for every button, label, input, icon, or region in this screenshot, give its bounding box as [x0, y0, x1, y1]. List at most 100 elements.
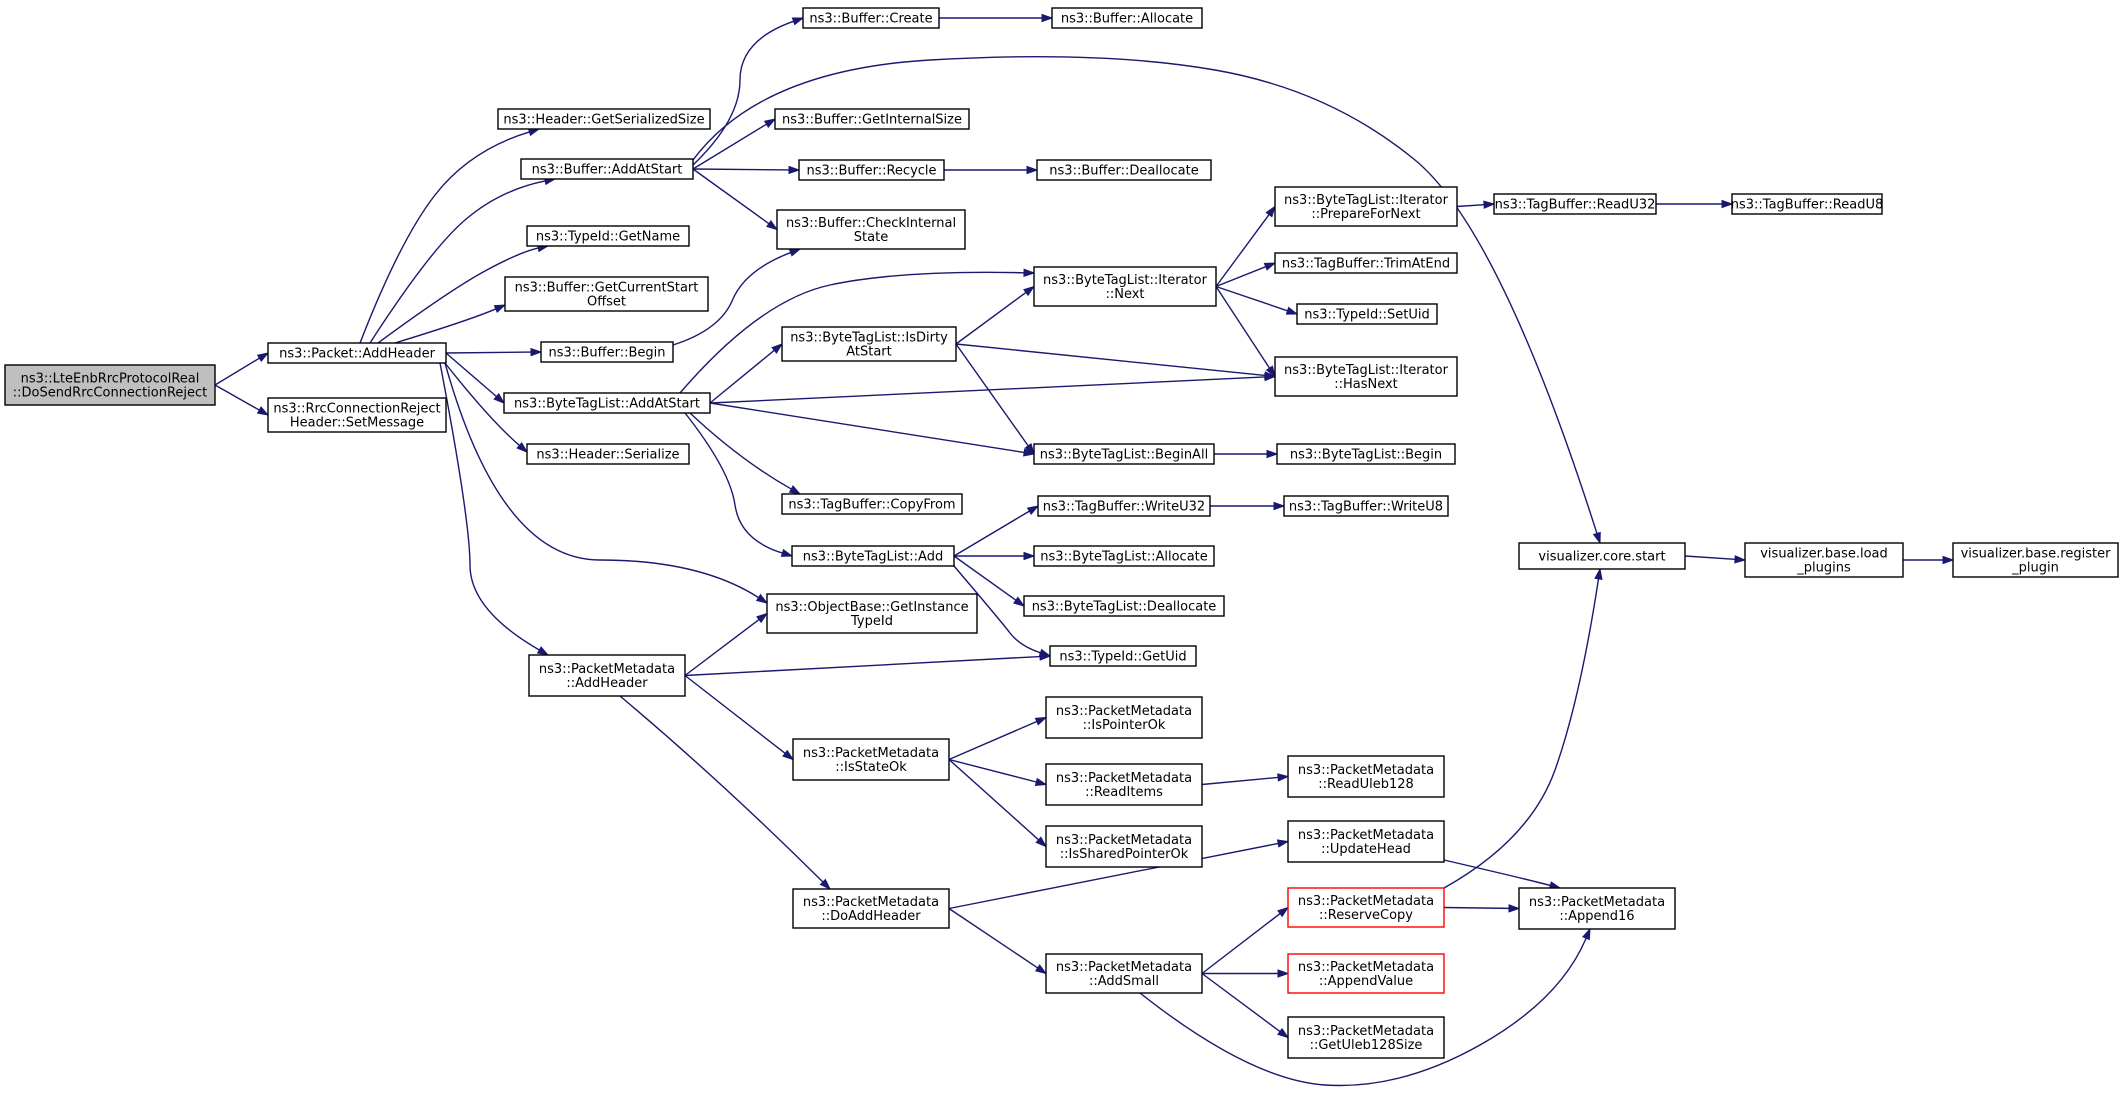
edge-line [684, 674, 786, 754]
edge-btli_next-to-btli_prepare [1215, 205, 1276, 287]
edge-arrowhead [766, 219, 779, 231]
node-label: ::DoAddHeader [821, 909, 921, 924]
node-btl-addatstart[interactable]: ns3::ByteTagList::AddAtStart [503, 392, 711, 414]
node-btl-allocate[interactable]: ns3::ByteTagList::Allocate [1033, 545, 1215, 567]
edge-arrowhead [1023, 268, 1036, 277]
edge-line [709, 376, 1266, 404]
node-rrc-setmsg[interactable]: ns3::RrcConnectionRejectHeader::SetMessa… [267, 397, 447, 433]
edge-buf_create-to-buf_allocate [939, 13, 1054, 23]
node-pm-addheader[interactable]: ns3::PacketMetadata::AddHeader [528, 654, 686, 697]
node-tb-copyfrom[interactable]: ns3::TagBuffer::CopyFrom [781, 493, 963, 515]
node-viz-register[interactable]: visualizer.base.register_plugin [1952, 542, 2119, 578]
edge-pm_addsmall-to-pm_append16 [1139, 927, 1591, 1087]
node-pkt-addheader[interactable]: ns3::Packet::AddHeader [267, 342, 447, 364]
node-btli-next[interactable]: ns3::ByteTagList::Iterator::Next [1033, 266, 1217, 307]
edge-line [1139, 937, 1587, 1087]
node-hdr-serialize[interactable]: ns3::Header::Serialize [526, 443, 690, 465]
edge-pm_isstateok-to-pm_readitems [948, 758, 1048, 786]
node-box [1274, 186, 1458, 227]
node-buf-create[interactable]: ns3::Buffer::Create [802, 7, 940, 29]
edge-arrowhead [1035, 836, 1048, 848]
node-pm-readuleb[interactable]: ns3::PacketMetadata::ReadUleb128 [1287, 755, 1445, 798]
node-btli-hasnext[interactable]: ns3::ByteTagList::Iterator::HasNext [1274, 356, 1458, 397]
node-pm-doaddheader[interactable]: ns3::PacketMetadata::DoAddHeader [792, 888, 950, 929]
node-buf-addatstart[interactable]: ns3::Buffer::AddAtStart [520, 158, 694, 180]
node-box [1033, 443, 1215, 465]
node-pm-updatehead[interactable]: ns3::PacketMetadata::UpdateHead [1287, 820, 1445, 863]
node-label: ns3::PacketMetadata [1298, 828, 1434, 843]
edge-arrowhead [1034, 777, 1048, 786]
node-layer: ns3::LteEnbRrcProtocolReal::DoSendRrcCon… [4, 7, 2119, 1059]
edge-btl_isdirty-to-btl_beginall [955, 343, 1035, 456]
node-buf-allocate[interactable]: ns3::Buffer::Allocate [1051, 7, 1203, 29]
edge-arrowhead [1263, 262, 1277, 271]
edge-btl_add-to-btl_allocate [954, 551, 1036, 561]
node-pm-getuleb[interactable]: ns3::PacketMetadata::GetUleb128Size [1287, 1016, 1445, 1059]
node-btli-prepare[interactable]: ns3::ByteTagList::Iterator::PrepareForNe… [1274, 186, 1458, 227]
node-btl-deallocate[interactable]: ns3::ByteTagList::Deallocate [1023, 595, 1225, 617]
node-box [1287, 820, 1445, 863]
node-label: ns3::ByteTagList::AddAtStart [514, 397, 700, 412]
node-buf-getinternal[interactable]: ns3::Buffer::GetInternalSize [774, 108, 970, 130]
edge-arrowhead [1034, 964, 1048, 975]
node-box [1518, 887, 1676, 930]
node-viz-start[interactable]: visualizer.core.start [1518, 542, 1686, 570]
node-label: ::IsSharedPointerOk [1060, 847, 1189, 862]
node-pm-appendvalue[interactable]: ns3::PacketMetadata::AppendValue [1287, 953, 1445, 994]
edge-line [953, 565, 1041, 654]
node-label: ns3::TypeId::GetName [536, 230, 680, 245]
node-box [504, 276, 709, 312]
node-label: State [854, 230, 888, 245]
edge-arrowhead [1277, 773, 1290, 782]
node-tb-readu32[interactable]: ns3::TagBuffer::ReadU32 [1493, 193, 1657, 215]
edge-buf_recycle-to-buf_deallocate [944, 165, 1039, 175]
edge-btli_next-to-tb_trimatend [1215, 262, 1277, 288]
node-tb-writeu8[interactable]: ns3::TagBuffer::WriteU8 [1283, 495, 1449, 517]
edge-arrowhead [1026, 505, 1040, 515]
node-btl-add[interactable]: ns3::ByteTagList::Add [791, 545, 955, 567]
node-btl-begin[interactable]: ns3::ByteTagList::Begin [1276, 443, 1456, 465]
edge-btl_addatstart-to-tb_copyfrom [689, 412, 802, 495]
edge-line [1684, 555, 1736, 561]
node-viz-load[interactable]: visualizer.base.load_plugins [1744, 542, 1904, 578]
edge-line [684, 412, 783, 554]
edge-arrowhead [1942, 555, 1955, 565]
node-typeid-setuid[interactable]: ns3::TypeId::SetUid [1296, 303, 1438, 325]
node-box [1045, 825, 1203, 868]
edge-line [369, 180, 546, 344]
node-pm-addsmall[interactable]: ns3::PacketMetadata::AddSmall [1045, 953, 1203, 994]
node-label: ns3::Buffer::Create [809, 12, 932, 27]
node-buf-begin[interactable]: ns3::Buffer::Begin [540, 341, 674, 363]
node-tb-trimatend[interactable]: ns3::TagBuffer::TrimAtEnd [1274, 252, 1458, 274]
node-typeid-getname[interactable]: ns3::TypeId::GetName [526, 225, 690, 247]
edge-line [709, 402, 1025, 454]
node-box [1051, 7, 1203, 29]
node-box [1287, 755, 1445, 798]
node-buf-recycle[interactable]: ns3::Buffer::Recycle [798, 159, 945, 181]
node-pm-issharedptr[interactable]: ns3::PacketMetadata::IsSharedPointerOk [1045, 825, 1203, 868]
node-btl-beginall[interactable]: ns3::ByteTagList::BeginAll [1033, 443, 1215, 465]
edge-arrowhead [755, 593, 769, 604]
node-box [781, 326, 957, 362]
node-label: ns3::PacketMetadata [539, 662, 675, 677]
node-tb-readu8[interactable]: ns3::TagBuffer::ReadU8 [1731, 193, 1884, 215]
node-typeid-getuid[interactable]: ns3::TypeId::GetUid [1049, 645, 1197, 667]
node-pm-readitems[interactable]: ns3::PacketMetadata::ReadItems [1045, 763, 1203, 806]
node-box [781, 493, 963, 515]
node-tb-writeu32[interactable]: ns3::TagBuffer::WriteU32 [1037, 495, 1211, 517]
node-pm-reservecopy[interactable]: ns3::PacketMetadata::ReserveCopy [1287, 887, 1445, 928]
edge-line [1443, 906, 1510, 910]
edge-arrowhead [1023, 551, 1036, 561]
node-buf-deallocate[interactable]: ns3::Buffer::Deallocate [1036, 159, 1212, 181]
node-pm-ispointerok[interactable]: ns3::PacketMetadata::IsPointerOk [1045, 696, 1203, 739]
node-pm-isstateok[interactable]: ns3::PacketMetadata::IsStateOk [792, 738, 950, 781]
node-label: ::AddSmall [1089, 974, 1159, 989]
node-root[interactable]: ns3::LteEnbRrcProtocolReal::DoSendRrcCon… [4, 364, 216, 406]
node-hdr-getser[interactable]: ns3::Header::GetSerializedSize [497, 108, 711, 130]
edge-arrowhead [1041, 13, 1054, 23]
node-pm-append16[interactable]: ns3::PacketMetadata::Append16 [1518, 887, 1676, 930]
